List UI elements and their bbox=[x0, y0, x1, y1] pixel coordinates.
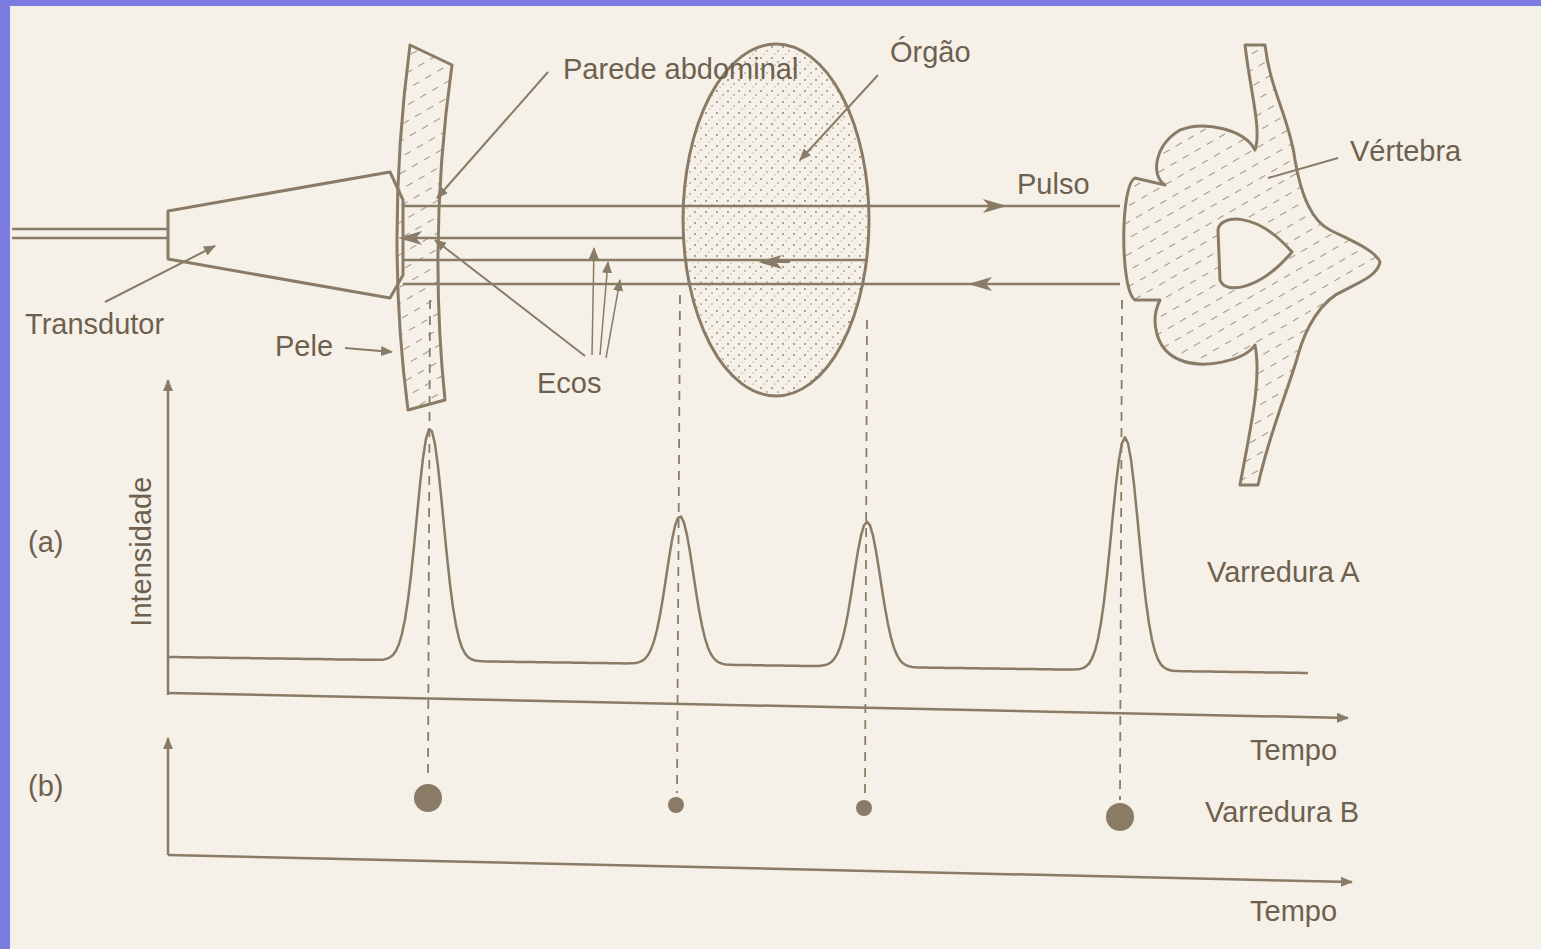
panel-label: (b) bbox=[28, 770, 63, 803]
axis-label: Intensidade bbox=[125, 477, 158, 627]
scan-label: Varredura B bbox=[1205, 796, 1359, 829]
axis-label: Tempo bbox=[1250, 734, 1337, 767]
scan-label: Varredura A bbox=[1207, 556, 1360, 589]
frame-bar bbox=[0, 0, 1541, 6]
part-label: Pele bbox=[275, 330, 333, 363]
part-label: Pulso bbox=[1017, 168, 1090, 201]
part-label: Parede abdominal bbox=[563, 53, 798, 86]
panel-label: (a) bbox=[28, 526, 63, 559]
frame-bar bbox=[0, 0, 10, 949]
axis-label: Tempo bbox=[1250, 895, 1337, 928]
part-label: Transdutor bbox=[25, 308, 164, 341]
part-label: Vértebra bbox=[1350, 135, 1461, 168]
part-label: Órgão bbox=[890, 36, 971, 69]
part-label: Ecos bbox=[537, 367, 601, 400]
